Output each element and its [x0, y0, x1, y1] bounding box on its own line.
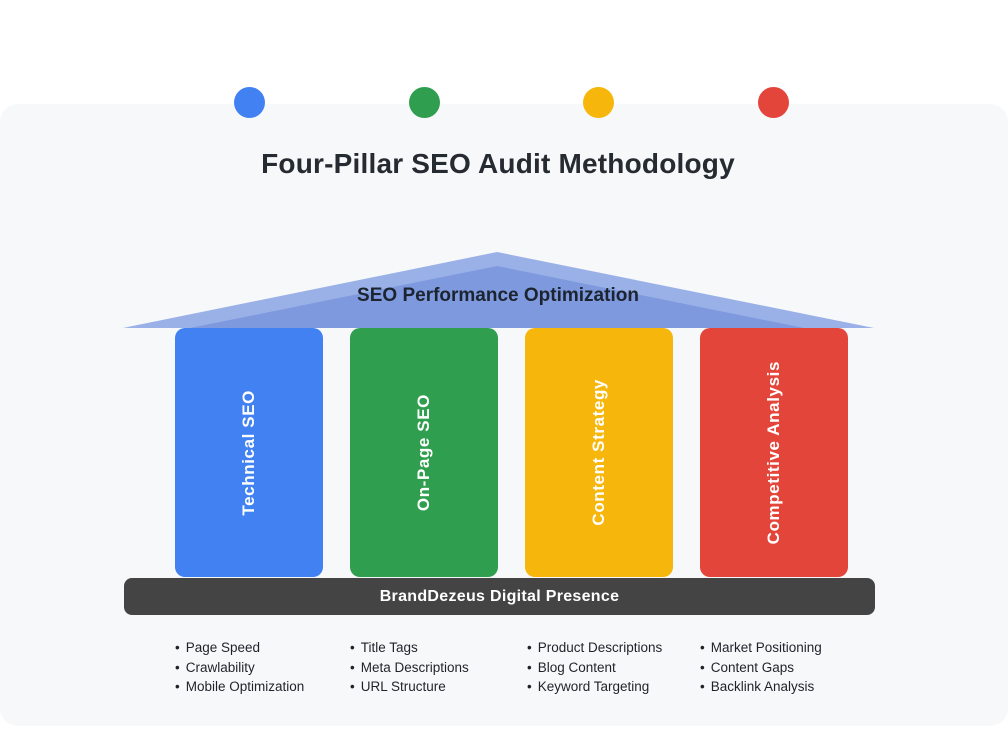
pillar-dot-green [409, 87, 440, 118]
bullet-icon: • [700, 679, 705, 694]
list-item-label: Product Descriptions [537, 640, 663, 655]
list-item: • Meta Descriptions [350, 658, 469, 678]
bullet-icon: • [700, 659, 705, 675]
list-item-label: Meta Descriptions [360, 659, 469, 675]
details-list-technical-seo: • Page Speed • Crawlability • Mobile Optimi… [175, 638, 304, 697]
pillar-competitive-analysis: Competitive Analysis [700, 328, 848, 577]
bullet-icon: • [175, 640, 180, 655]
bullet-icon: • [350, 679, 355, 694]
list-item: • Product Descriptions [527, 638, 662, 658]
list-item: • Market Positioning [700, 638, 822, 658]
page-title: Four-Pillar SEO Audit Methodology [261, 148, 735, 179]
foundation-label: BrandDezeus Digital Presence [379, 587, 620, 605]
list-item: • Keyword Targeting [527, 677, 662, 697]
pillar-label: Technical SEO [239, 389, 258, 516]
list-item: • Content Gaps [700, 658, 822, 678]
list-item-label: Crawlability [185, 659, 255, 675]
bullet-icon: • [175, 659, 180, 675]
list-item: • Backlink Analysis [700, 677, 822, 697]
pillar-dot-blue [234, 87, 265, 118]
list-item-label: Page Speed [185, 640, 261, 655]
details-list-content-strategy: • Product Descriptions • Blog Content • Key… [527, 638, 662, 697]
pillar-dot-yellow [583, 87, 614, 118]
roof-label: SEO Performance Optimization [357, 285, 639, 306]
details-list-on-page-seo: • Title Tags • Meta Descriptions • URL Stru… [350, 638, 469, 697]
pillar-dot-red [758, 87, 789, 118]
bullet-icon: • [175, 679, 180, 694]
foundation-bar: BrandDezeus Digital Presence [124, 578, 875, 615]
pillar-content-strategy: Content Strategy [525, 328, 673, 577]
pillar-label: Content Strategy [589, 379, 608, 526]
list-item-label: Content Gaps [710, 659, 795, 675]
list-item-label: Keyword Targeting [537, 679, 650, 694]
list-item: • Blog Content [527, 658, 662, 678]
bullet-icon: • [350, 640, 355, 655]
list-item: • Crawlability [175, 658, 304, 678]
bullet-icon: • [527, 640, 532, 655]
content-card [0, 104, 1008, 726]
list-item: • URL Structure [350, 677, 469, 697]
bullet-icon: • [350, 659, 355, 675]
pillar-label: On-Page SEO [414, 393, 433, 512]
list-item-label: URL Structure [360, 679, 446, 694]
list-item-label: Blog Content [537, 659, 616, 675]
list-item-label: Market Positioning [710, 640, 822, 655]
bullet-icon: • [527, 659, 532, 675]
roof-inner-triangle [190, 266, 804, 328]
pillar-on-page-seo: On-Page SEO [350, 328, 498, 577]
list-item-label: Backlink Analysis [710, 679, 815, 694]
details-list-competitive-analysis: • Market Positioning • Content Gaps • Backl… [700, 638, 822, 697]
pillar-label: Competitive Analysis [764, 360, 783, 545]
roof-triangle [123, 252, 874, 328]
bullet-icon: • [700, 640, 705, 655]
list-item-label: Mobile Optimization [185, 679, 305, 694]
list-item: • Page Speed [175, 638, 304, 658]
bullet-icon: • [527, 679, 532, 694]
pillar-technical-seo: Technical SEO [175, 328, 323, 577]
list-item-label: Title Tags [360, 640, 418, 655]
list-item: • Mobile Optimization [175, 677, 304, 697]
list-item: • Title Tags [350, 638, 469, 658]
